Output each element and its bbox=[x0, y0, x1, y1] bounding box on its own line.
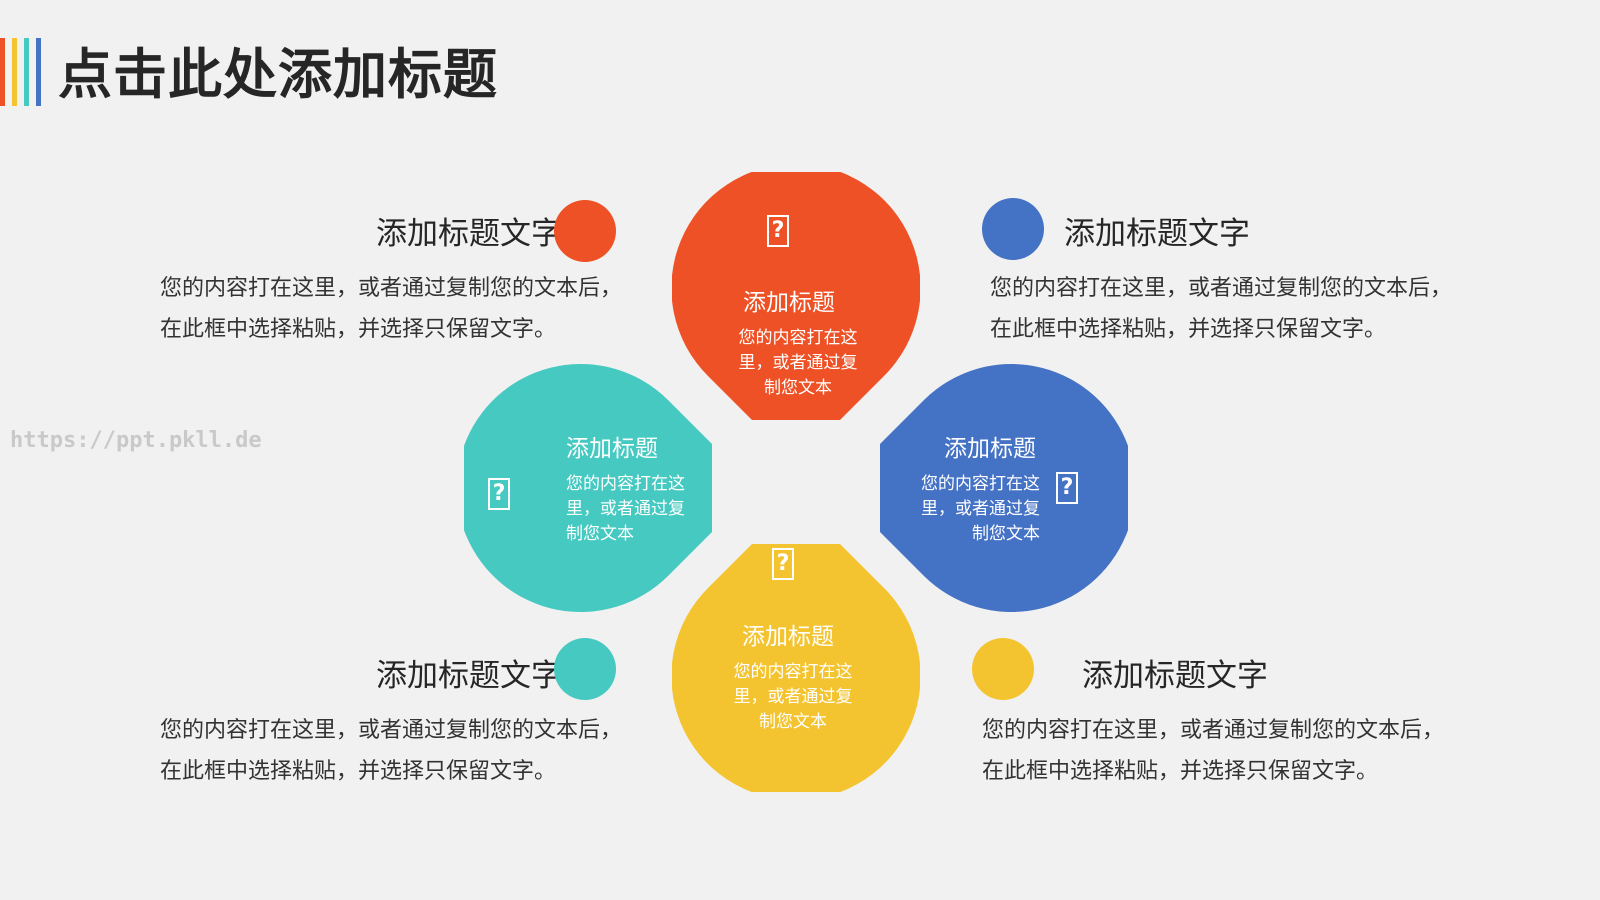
petal-top-shape bbox=[672, 172, 920, 420]
block-heading: 添加标题文字 bbox=[376, 658, 562, 694]
petal-right-shape bbox=[880, 364, 1128, 612]
petal-bottom-shape bbox=[672, 544, 920, 792]
accent-bar-orange bbox=[0, 38, 5, 106]
dot-teal bbox=[554, 638, 616, 700]
petal-bottom-text: 您的内容打在这里，或者通过复制您文本 bbox=[733, 662, 853, 732]
block-text: 您的内容打在这里，或者通过复制您的文本后，在此框中选择粘贴，并选择只保留文字。 bbox=[982, 718, 1445, 784]
block-text: 您的内容打在这里，或者通过复制您的文本后，在此框中选择粘贴，并选择只保留文字。 bbox=[160, 276, 623, 342]
title-accent-bars bbox=[0, 38, 42, 106]
dot-yellow bbox=[972, 638, 1034, 700]
text-block-bottom-right[interactable]: 添加标题文字 您的内容打在这里，或者通过复制您的文本后，在此框中选择粘贴，并选择… bbox=[982, 656, 1452, 792]
text-block-top-left[interactable]: 添加标题文字 您的内容打在这里，或者通过复制您的文本后，在此框中选择粘贴，并选择… bbox=[160, 214, 630, 350]
question-icon: ? bbox=[767, 215, 789, 247]
block-text: 您的内容打在这里，或者通过复制您的文本后，在此框中选择粘贴，并选择只保留文字。 bbox=[160, 718, 623, 784]
petal-top-text: 您的内容打在这里，或者通过复制您文本 bbox=[738, 328, 858, 398]
block-text: 您的内容打在这里，或者通过复制您的文本后，在此框中选择粘贴，并选择只保留文字。 bbox=[990, 276, 1453, 342]
accent-bar-yellow bbox=[12, 38, 17, 106]
petal-right-heading[interactable]: 添加标题 bbox=[944, 436, 1036, 462]
petal-right-text: 您的内容打在这里，或者通过复制您文本 bbox=[921, 474, 1040, 544]
block-heading: 添加标题文字 bbox=[376, 216, 562, 252]
block-heading: 添加标题文字 bbox=[1064, 216, 1250, 252]
watermark: https://ppt.pkll.de bbox=[10, 428, 262, 453]
accent-bar-blue bbox=[36, 38, 41, 106]
text-block-bottom-left[interactable]: 添加标题文字 您的内容打在这里，或者通过复制您的文本后，在此框中选择粘贴，并选择… bbox=[160, 656, 630, 792]
petal-left-shape bbox=[464, 364, 712, 612]
accent-bar-teal bbox=[24, 38, 29, 106]
petal-bottom-heading[interactable]: 添加标题 bbox=[742, 624, 834, 650]
block-heading: 添加标题文字 bbox=[1082, 658, 1268, 694]
question-icon: ? bbox=[772, 548, 794, 580]
question-icon: ? bbox=[1056, 472, 1078, 504]
dot-orange bbox=[554, 200, 616, 262]
petal-left-heading[interactable]: 添加标题 bbox=[566, 436, 658, 462]
petal-top-heading[interactable]: 添加标题 bbox=[743, 290, 835, 316]
petal-left-text: 您的内容打在这里，或者通过复制您文本 bbox=[566, 474, 685, 544]
question-icon: ? bbox=[488, 478, 510, 510]
text-block-top-right[interactable]: 添加标题文字 您的内容打在这里，或者通过复制您的文本后，在此框中选择粘贴，并选择… bbox=[990, 214, 1460, 350]
dot-blue bbox=[982, 198, 1044, 260]
page-title[interactable]: 点击此处添加标题 bbox=[58, 43, 498, 106]
